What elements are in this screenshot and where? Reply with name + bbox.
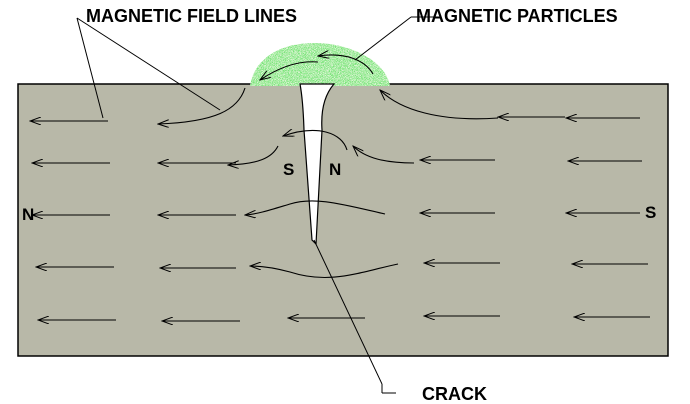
- leader-lines: [76, 16, 440, 394]
- leakage-field-lines: [158, 55, 499, 279]
- pole-right: S: [645, 203, 656, 222]
- magnetic-particles: [250, 42, 390, 86]
- label-magnetic-particles: MAGNETIC PARTICLES: [416, 6, 618, 26]
- pole-crack-right: N: [329, 160, 341, 179]
- field-lines: [30, 117, 650, 321]
- specimen-block: [17, 83, 669, 357]
- label-magnetic-field-lines: MAGNETIC FIELD LINES: [86, 6, 297, 26]
- pole-crack-left: S: [283, 160, 294, 179]
- pole-left: N: [22, 205, 34, 224]
- label-crack: CRACK: [422, 384, 487, 404]
